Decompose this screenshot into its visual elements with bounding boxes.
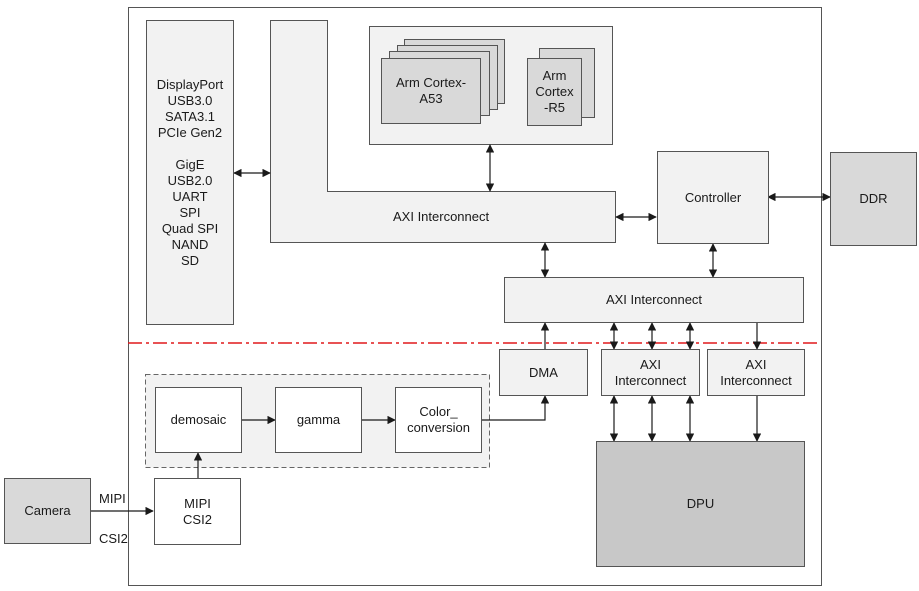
chip-boundary: [128, 7, 822, 586]
axi-interconnect-right-block: AXI Interconnect: [707, 349, 805, 396]
camera-block: Camera: [4, 478, 91, 544]
demosaic-block: demosaic: [155, 387, 242, 453]
csi2-label: CSI2: [99, 531, 128, 546]
controller-block: Controller: [657, 151, 769, 244]
axi-interconnect-left-block: AXI Interconnect: [601, 349, 700, 396]
mipi-csi2-block: MIPI CSI2: [154, 478, 241, 545]
dpu-block: DPU: [596, 441, 805, 567]
color-conversion-block: Color_ conversion: [395, 387, 482, 453]
peripherals-block: DisplayPort USB3.0 SATA3.1 PCIe Gen2 Gig…: [146, 20, 234, 325]
axi-interconnect-main-label: AXI Interconnect: [393, 209, 490, 224]
mipi-label: MIPI: [99, 491, 126, 506]
arm-cortex-r5-block: Arm Cortex -R5: [527, 58, 582, 126]
arm-cortex-a53-block: Arm Cortex- A53: [381, 58, 481, 124]
axi-interconnect-shape: [270, 20, 616, 243]
dma-block: DMA: [499, 349, 588, 396]
gamma-block: gamma: [275, 387, 362, 453]
arrow-color-dma: [482, 395, 550, 421]
axi-interconnect-lower-block: AXI Interconnect: [504, 277, 804, 323]
ddr-block: DDR: [830, 152, 917, 246]
